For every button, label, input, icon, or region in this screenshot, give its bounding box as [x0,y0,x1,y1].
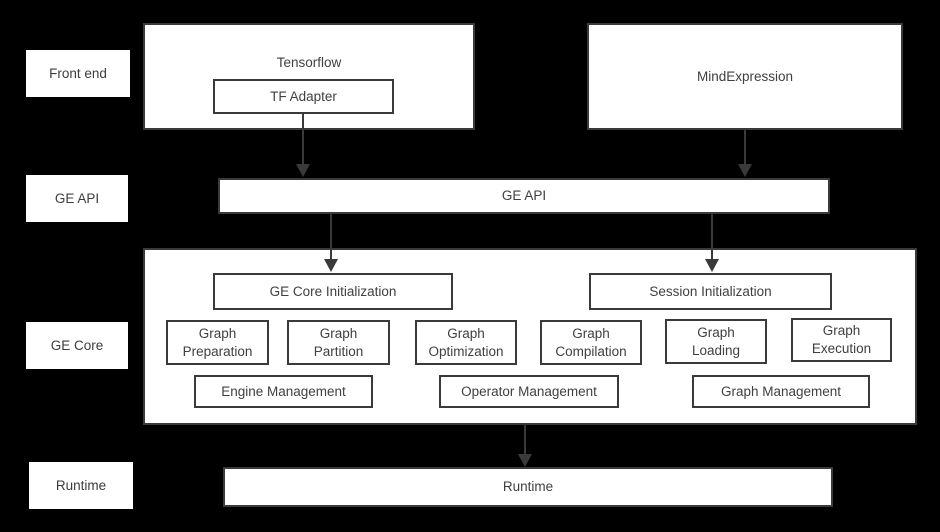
pipeline-label: Graph Compilation [555,325,627,359]
pipeline-label: Graph Preparation [182,325,253,359]
ge-api-bar: GE API [218,178,830,214]
pipeline-box-graph-compilation: Graph Compilation [540,320,642,365]
ge-core-initialization-box: GE Core Initialization [213,273,453,310]
pipeline-box-graph-optimization: Graph Optimization [415,320,517,365]
pipeline-label: Graph Partition [313,325,364,359]
arrow-shaft [302,114,304,164]
pipeline-box-graph-preparation: Graph Preparation [166,320,269,365]
management-box-operator: Operator Management [439,375,619,408]
arrow-shaft [744,130,746,164]
row-label-runtime: Runtime [29,462,133,509]
arrow-shaft [330,214,332,259]
row-label-ge-core: GE Core [26,322,128,369]
mindexpression-box: MindExpression [587,23,903,130]
runtime-bar: Runtime [223,467,833,507]
session-initialization-box: Session Initialization [589,273,832,310]
pipeline-label: Graph Loading [691,324,741,358]
arrow-head-icon [296,164,310,177]
arrow-tf-adapter-to-ge-api [296,114,310,177]
arrow-head-icon [324,259,338,272]
arrow-mindexpression-to-ge-api [738,130,752,177]
arrow-ge-api-to-ge-core-initialization [324,214,338,272]
pipeline-box-graph-execution: Graph Execution [791,318,892,362]
pipeline-box-graph-partition: Graph Partition [287,320,390,365]
row-label-front-end: Front end [26,50,130,97]
arrow-shaft [524,425,526,454]
arrow-head-icon [518,454,532,467]
management-box-engine: Engine Management [194,375,373,408]
arrow-shaft [711,214,713,259]
pipeline-label: Graph Optimization [428,325,504,359]
management-box-graph: Graph Management [692,375,870,408]
arrow-ge-api-to-session-initialization [705,214,719,272]
arrow-head-icon [738,164,752,177]
arrow-head-icon [705,259,719,272]
tf-adapter-box: TF Adapter [213,79,394,114]
arrow-ge-core-to-runtime [518,425,532,467]
row-label-ge-api: GE API [26,175,128,222]
pipeline-box-graph-loading: Graph Loading [665,319,767,364]
tensorflow-title: Tensorflow [276,55,342,70]
pipeline-label: Graph Execution [811,323,872,356]
